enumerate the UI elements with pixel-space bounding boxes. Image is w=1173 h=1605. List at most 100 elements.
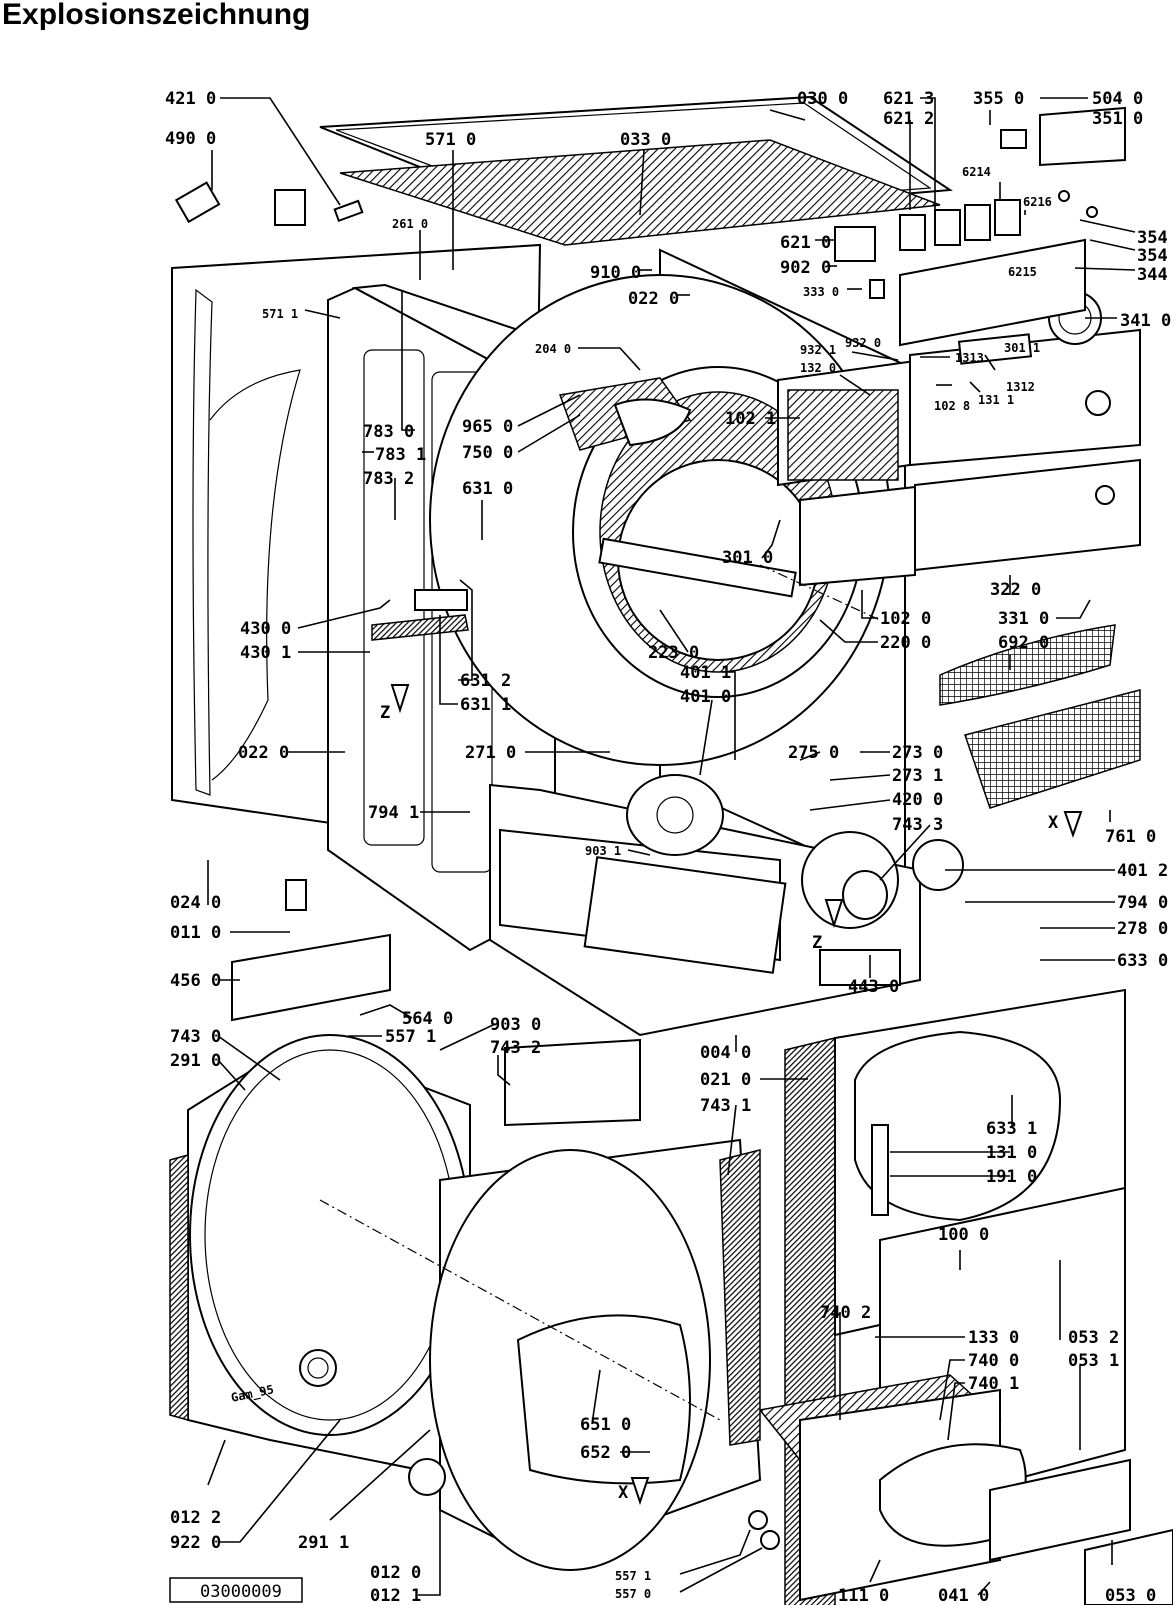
part-label: 922 0 xyxy=(170,1533,221,1553)
part-label: 6216 xyxy=(1023,195,1052,209)
part-label: 131 0 xyxy=(986,1143,1037,1163)
part-label: 012 0 xyxy=(370,1563,421,1583)
part-label: 100 0 xyxy=(938,1225,989,1245)
part-label: 430 0 xyxy=(240,619,291,639)
part-label: 354 0 xyxy=(1137,228,1173,248)
part-label: 291 0 xyxy=(170,1051,221,1071)
part-label: 102 0 xyxy=(880,609,931,629)
top-cover-part xyxy=(319,95,953,246)
part-label: 273 0 xyxy=(892,743,943,763)
part-label: 743 3 xyxy=(892,815,943,835)
part-label: 783 0 xyxy=(363,422,414,442)
part-label: 903 1 xyxy=(585,844,621,858)
part-label: 291 1 xyxy=(298,1533,349,1553)
part-label: 132 0 xyxy=(800,361,836,375)
part-label: 6214 xyxy=(962,165,991,179)
front-frame-part xyxy=(429,1138,762,1571)
part-label: 275 0 xyxy=(788,743,839,763)
part-label: 743 2 xyxy=(490,1038,541,1058)
part-label: 344 0 xyxy=(1137,265,1173,285)
part-label: 571 1 xyxy=(262,307,298,321)
marker-label: X xyxy=(618,1483,629,1503)
part-label: 401 0 xyxy=(680,687,731,707)
reference-number-box: 03000009 xyxy=(169,1577,303,1603)
part-label: 301 1 xyxy=(1004,341,1040,355)
part-label: 012 1 xyxy=(370,1586,421,1605)
marker-label: X xyxy=(1048,813,1059,833)
part-label: 932 1 xyxy=(800,343,836,357)
part-label: 102 8 xyxy=(934,399,970,413)
part-label: 490 0 xyxy=(165,129,216,149)
part-label: 631 2 xyxy=(460,671,511,691)
part-label: 223 0 xyxy=(648,643,699,663)
part-label: 740 1 xyxy=(968,1374,1019,1394)
part-label: 557 1 xyxy=(615,1569,651,1583)
part-label: 271 0 xyxy=(465,743,516,763)
reference-number: 03000009 xyxy=(200,1582,282,1602)
part-label: 631 1 xyxy=(460,695,511,715)
z-arrow-marker: Z xyxy=(380,684,410,723)
part-label: 261 0 xyxy=(392,217,428,231)
part-label: 022 0 xyxy=(628,289,679,309)
part-label: 794 0 xyxy=(1117,893,1168,913)
part-label: 421 0 xyxy=(165,89,216,109)
part-label: 557 0 xyxy=(615,1587,651,1601)
part-label: 6215 xyxy=(1008,265,1037,279)
part-label: 740 2 xyxy=(820,1303,871,1323)
part-label: 341 0 xyxy=(1120,311,1171,331)
part-label: 191 0 xyxy=(986,1167,1037,1187)
part-label: 504 0 xyxy=(1092,89,1143,109)
callout-labels: 421 0 490 0 571 0 030 0 033 0 621 3 621 … xyxy=(165,89,1173,1605)
part-label: 456 0 xyxy=(170,971,221,991)
part-label: 652 0 xyxy=(580,1443,631,1463)
part-label: 571 0 xyxy=(425,130,476,150)
control-panel-part xyxy=(777,291,1141,587)
part-label: 131 1 xyxy=(978,393,1014,407)
part-label: 621 3 xyxy=(883,89,934,109)
part-label: 783 1 xyxy=(375,445,426,465)
part-label: 111 0 xyxy=(838,1586,889,1605)
marker-label: Z xyxy=(380,703,390,723)
x-arrow-marker: X xyxy=(618,1477,650,1506)
electronics-part xyxy=(834,106,1126,347)
part-label: 743 0 xyxy=(170,1027,221,1047)
part-label: 030 0 xyxy=(797,89,848,109)
z-arrow-marker: Z xyxy=(812,899,844,953)
part-label: 322 0 xyxy=(990,580,1041,600)
part-label: 273 1 xyxy=(892,766,943,786)
part-label: 220 0 xyxy=(880,633,931,653)
leader-lines xyxy=(207,97,1136,1596)
part-label: 401 2 xyxy=(1117,861,1168,881)
part-label: 965 0 xyxy=(462,417,513,437)
part-label: 443 0 xyxy=(848,977,899,997)
part-label: 621 2 xyxy=(883,109,934,129)
part-label: 102 1 xyxy=(725,409,776,429)
hardware-part xyxy=(174,181,780,1550)
part-label: 301 0 xyxy=(722,548,773,568)
part-label: 903 0 xyxy=(490,1015,541,1035)
part-label: 401 1 xyxy=(680,663,731,683)
part-label: 333 0 xyxy=(803,285,839,299)
part-label: 021 0 xyxy=(700,1070,751,1090)
part-label: 355 0 xyxy=(973,89,1024,109)
part-label: 024 0 xyxy=(170,893,221,913)
part-label: 1313 xyxy=(955,351,984,365)
part-label: 420 0 xyxy=(892,790,943,810)
part-label: 651 0 xyxy=(580,1415,631,1435)
part-label: 011 0 xyxy=(170,923,221,943)
part-label: 053 1 xyxy=(1068,1351,1119,1371)
part-label: 012 2 xyxy=(170,1508,221,1528)
part-label: 621 0 xyxy=(780,233,831,253)
part-label: 430 1 xyxy=(240,643,291,663)
part-label: 354 1 xyxy=(1137,246,1173,266)
part-label: 910 0 xyxy=(590,263,641,283)
part-label: 740 0 xyxy=(968,1351,1019,1371)
part-label: 022 0 xyxy=(238,743,289,763)
part-label: 783 2 xyxy=(363,469,414,489)
part-label: 794 1 xyxy=(368,803,419,823)
part-label: 278 0 xyxy=(1117,919,1168,939)
drawer-part xyxy=(758,1374,1173,1605)
part-label: 633 0 xyxy=(1117,951,1168,971)
part-label: 902 0 xyxy=(780,258,831,278)
